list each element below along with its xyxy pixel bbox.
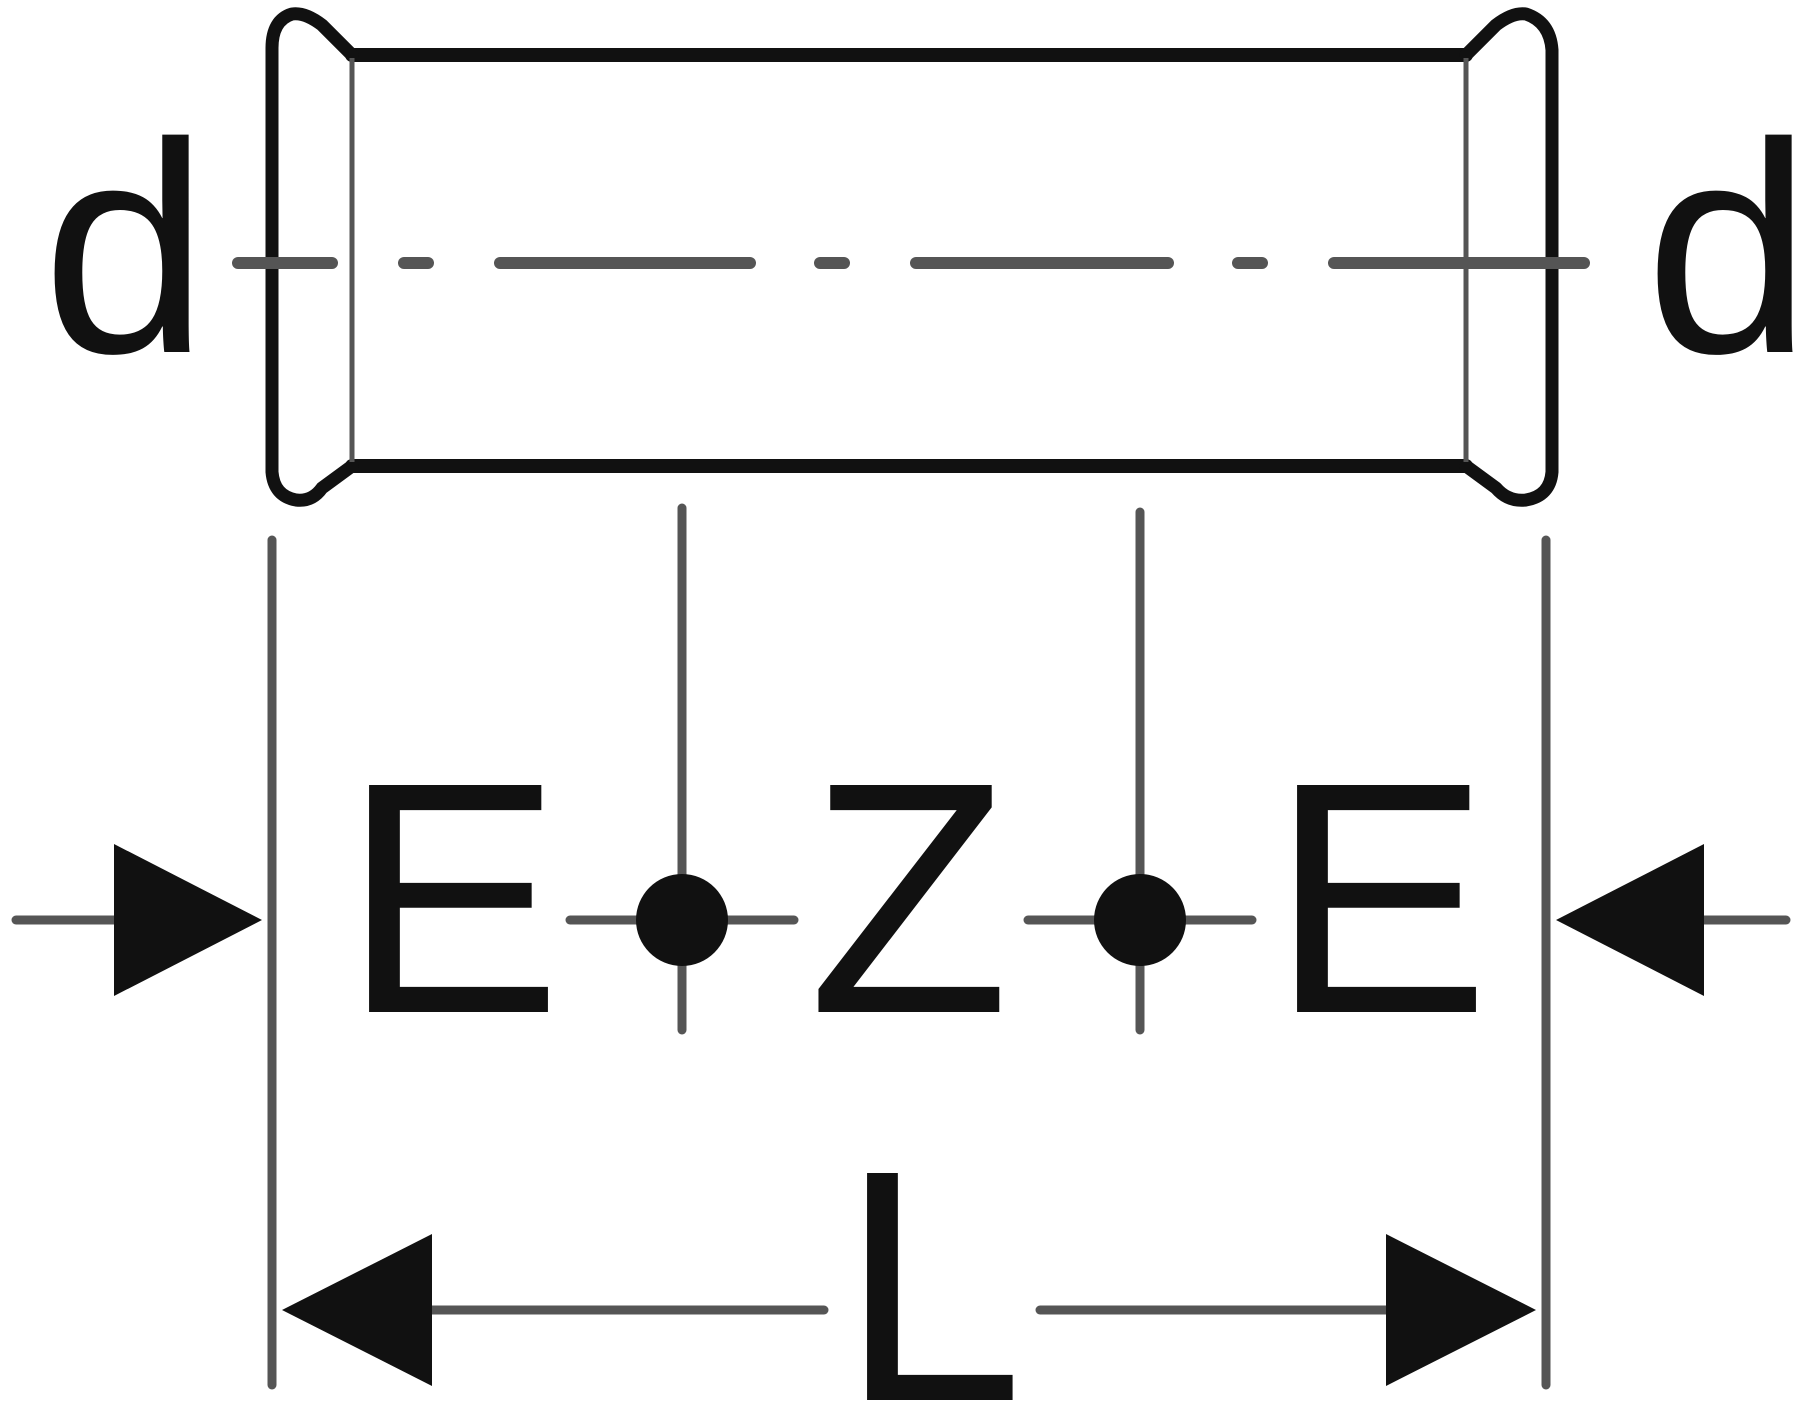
outer-arrows xyxy=(11,844,1791,996)
insertion-marker-left xyxy=(565,874,799,966)
length-label: L xyxy=(840,1101,1024,1410)
length-dimension xyxy=(282,1234,1536,1386)
gap-label: Z xyxy=(808,713,1010,1082)
insertion-marker-right xyxy=(1023,874,1257,966)
length-arrow-left xyxy=(282,1234,432,1386)
insertion-depth-label-left: E xyxy=(342,713,562,1082)
insertion-markers xyxy=(565,874,1257,966)
diameter-label-right: d xyxy=(1645,80,1800,416)
sleeve-left-end xyxy=(265,7,359,507)
diameter-label-left: d xyxy=(42,80,209,416)
left-inward-arrow xyxy=(11,844,262,996)
right-inward-arrow xyxy=(1556,844,1791,996)
sleeve-body xyxy=(265,7,1559,507)
sleeve-right-end xyxy=(1459,7,1559,507)
length-arrow-right xyxy=(1386,1234,1536,1386)
insertion-depth-label-right: E xyxy=(1270,713,1490,1082)
